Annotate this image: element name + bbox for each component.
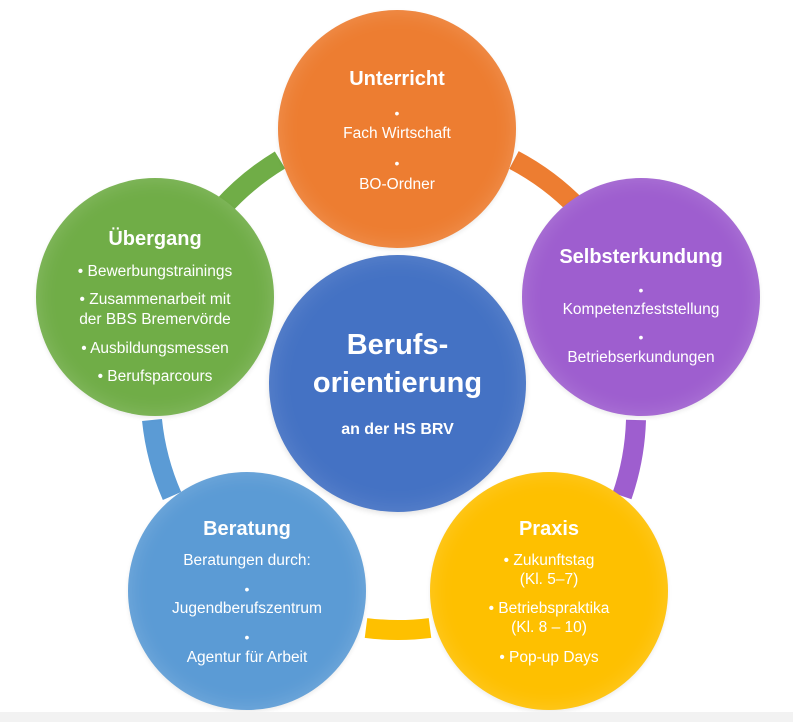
connector-beratung-uebergang: [142, 418, 182, 501]
connector-uebergang-unterricht: [214, 151, 286, 215]
node-item: Agentur für Arbeit: [186, 649, 308, 666]
node-uebergang: Übergang • Bewerbungstrainings • Zusamme…: [36, 178, 274, 416]
node-item: • Pop-up Days: [499, 649, 599, 666]
center-title-line2: orientierung: [312, 367, 483, 399]
connector-praxis-beratung: [364, 618, 432, 640]
node-item: • Ausbildungsmessen: [81, 340, 229, 357]
node-item: der BBS Bremervörde: [79, 311, 231, 328]
node-item: (Kl. 8 – 10): [511, 619, 587, 636]
node-item: Betriebserkundungen: [567, 349, 715, 366]
bullet-icon: •: [244, 581, 250, 597]
node-item: • Bewerbungstrainings: [77, 263, 233, 280]
connector-selbsterkundung-praxis: [612, 419, 646, 500]
bottom-band: [0, 712, 793, 722]
node-title: Übergang: [108, 228, 202, 250]
node-item: Fach Wirtschaft: [343, 125, 451, 142]
bullet-icon: •: [638, 282, 644, 298]
node-title: Unterricht: [349, 68, 445, 90]
node-item: • Zukunftstag: [503, 552, 595, 569]
node-praxis: Praxis • Zukunftstag (Kl. 5–7) • Betrieb…: [430, 472, 668, 710]
bullet-icon: •: [638, 329, 644, 345]
node-item: Jugendberufszentrum: [172, 600, 322, 617]
node-unterricht: Unterricht • Fach Wirtschaft • BO-Ordner: [278, 10, 516, 248]
node-item: • Berufsparcours: [97, 368, 213, 385]
node-item: • Zusammenarbeit mit: [79, 291, 231, 308]
node-title: Praxis: [518, 518, 580, 540]
bullet-icon: •: [394, 105, 400, 121]
node-item: (Kl. 5–7): [519, 571, 579, 588]
node-selbsterkundung: Selbsterkundung • Kompetenzfeststellung …: [522, 178, 760, 416]
node-item: • Betriebspraktika: [488, 600, 610, 617]
node-title: Beratung: [203, 518, 291, 540]
bullet-icon: •: [244, 629, 250, 645]
node-beratung: Beratung Beratungen durch: • Jugendberuf…: [128, 472, 366, 710]
node-item: Kompetenzfeststellung: [562, 301, 720, 318]
node-intro: Beratungen durch:: [183, 552, 311, 569]
bullet-icon: •: [394, 155, 400, 171]
center-subtitle: an der HS BRV: [341, 421, 454, 438]
center-title-line1: Berufs-: [346, 329, 449, 361]
node-title: Selbsterkundung: [559, 246, 723, 268]
node-item: BO-Ordner: [359, 176, 435, 193]
connector-unterricht-selbsterkundung: [509, 151, 586, 216]
node-center-berufsorientierung: Berufs- orientierung an der HS BRV: [269, 255, 526, 512]
